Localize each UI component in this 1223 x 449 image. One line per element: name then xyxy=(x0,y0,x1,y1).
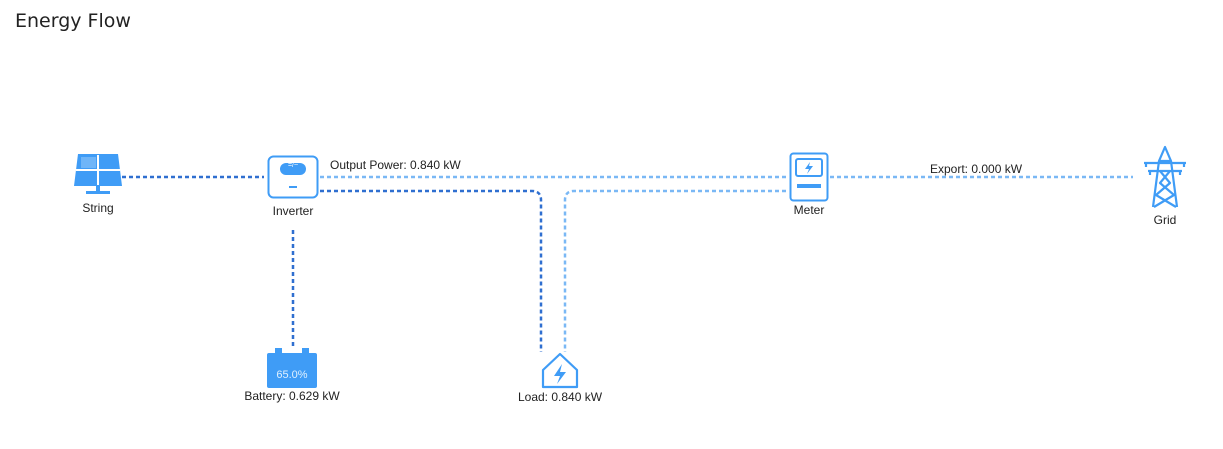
house-bolt-icon xyxy=(541,352,579,389)
battery-soc: 65.0% xyxy=(276,369,308,381)
inverter-glyph: =/~ xyxy=(287,162,299,169)
solar-panel-icon xyxy=(74,154,122,194)
meter-label: Meter xyxy=(793,203,825,217)
string-label: String xyxy=(82,201,114,215)
inverter-icon xyxy=(267,155,319,199)
flow-line-meter-load xyxy=(563,189,786,352)
grid-label: Grid xyxy=(1153,213,1177,227)
export-label: Export: 0.000 kW xyxy=(930,162,1023,176)
inverter-label: Inverter xyxy=(272,204,314,218)
power-tower-icon xyxy=(1144,145,1186,208)
flow-line-inverter-load xyxy=(320,189,543,352)
battery-label: Battery: 0.629 kW xyxy=(244,389,340,403)
meter-icon xyxy=(789,152,829,202)
page-title: Energy Flow xyxy=(15,10,131,32)
output-power-label: Output Power: 0.840 kW xyxy=(330,158,461,172)
load-label: Load: 0.840 kW xyxy=(517,390,603,404)
battery-icon xyxy=(267,348,317,388)
